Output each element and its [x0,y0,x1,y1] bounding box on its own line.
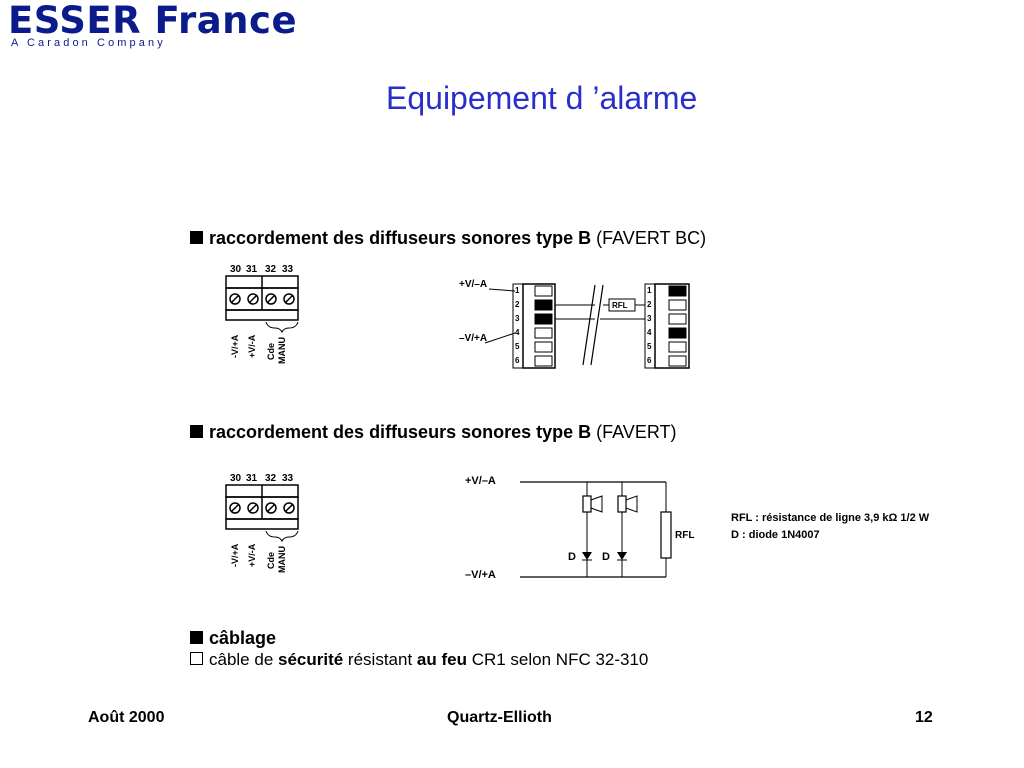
svg-text:3: 3 [515,314,520,323]
wiring-diagram-favert-bc: +V/–A –V/+A 1 2 3 4 5 6 RFL 1 2 3 4 5 6 [459,279,690,369]
svg-text:RFL: RFL [675,530,694,541]
checkbox-bullet-icon [190,652,203,665]
svg-text:MANU: MANU [277,337,287,364]
svg-text:–V/+A: –V/+A [465,569,496,581]
svg-text:30: 30 [230,264,242,275]
slide-title: Equipement d ’alarme [386,80,698,116]
svg-text:Cde: Cde [266,343,276,360]
footer-date: Août 2000 [88,709,165,726]
svg-text:1: 1 [647,286,652,295]
footer-author: Quartz-Ellioth [447,709,552,726]
square-bullet-icon [190,425,203,438]
svg-text:-V/+A: -V/+A [230,543,240,567]
svg-text:33: 33 [282,473,294,484]
svg-text:+V/–A: +V/–A [459,279,487,290]
terminal-block-diagram-1: 30 31 32 33 -V/+A +V/-A Cde MANU [225,264,299,364]
svg-text:6: 6 [515,356,520,365]
company-tagline: A Caradon Company [11,37,166,49]
svg-text:30: 30 [230,473,242,484]
svg-text:1: 1 [515,286,520,295]
svg-text:Cde: Cde [266,552,276,569]
svg-text:33: 33 [282,264,294,275]
svg-text:3: 3 [647,314,652,323]
svg-text:-V/+A: -V/+A [230,334,240,358]
square-bullet-icon [190,231,203,244]
svg-text:5: 5 [647,342,652,351]
svg-text:2: 2 [647,300,652,309]
svg-text:+V/-A: +V/-A [247,543,257,567]
square-bullet-icon [190,631,203,644]
svg-text:D: D [602,551,610,563]
section-heading-favert: raccordement des diffuseurs sonores type… [190,422,676,443]
svg-text:2: 2 [515,300,520,309]
legend-rfl: RFL : résistance de ligne 3,9 kΩ 1/2 W [731,512,930,524]
svg-text:+V/–A: +V/–A [465,475,496,487]
section-heading-favert-bc: raccordement des diffuseurs sonores type… [190,228,706,249]
svg-text:31: 31 [246,473,258,484]
svg-text:MANU: MANU [277,546,287,573]
svg-text:31: 31 [246,264,258,275]
svg-text:4: 4 [515,328,520,337]
svg-text:32: 32 [265,473,277,484]
svg-text:–V/+A: –V/+A [459,333,487,344]
company-logo: ESSER France [8,0,298,42]
svg-text:+V/-A: +V/-A [247,334,257,358]
legend-diode: D : diode 1N4007 [731,529,820,541]
wiring-diagram-favert: +V/–A –V/+A D D RFL [465,475,694,581]
svg-text:5: 5 [515,342,520,351]
section-heading-cablage: câblage [190,628,276,649]
terminal-block-diagram-2: 30 31 32 33 -V/+A +V/-A Cde MANU [225,473,299,573]
svg-text:RFL: RFL [612,301,628,310]
svg-text:4: 4 [647,328,652,337]
svg-text:32: 32 [265,264,277,275]
svg-text:D: D [568,551,576,563]
svg-text:6: 6 [647,356,652,365]
cabling-spec: câble de sécurité résistant au feu CR1 s… [190,650,648,670]
footer-page-number: 12 [915,709,933,726]
